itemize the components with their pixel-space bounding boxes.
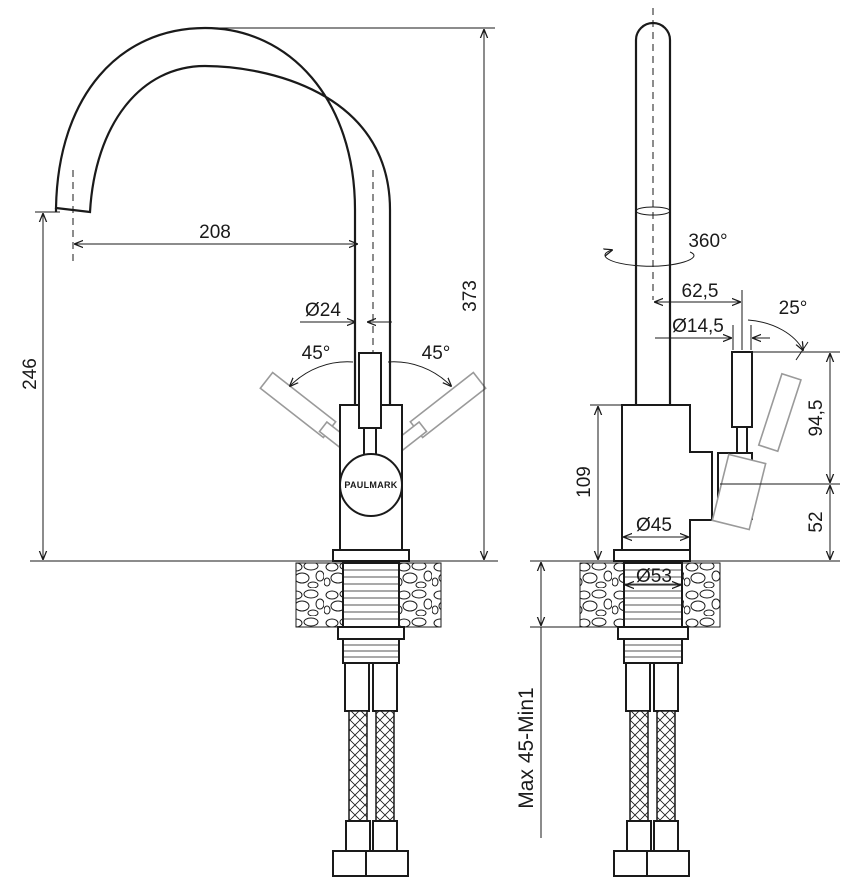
svg-text:373: 373 bbox=[460, 280, 481, 312]
dim-handle-diameter: Ø14,5 bbox=[655, 316, 770, 350]
dim-spout-reach: 208 bbox=[75, 222, 357, 244]
spout bbox=[54, 26, 392, 553]
dim-countertop-thickness: Max 45-Min1 bbox=[515, 563, 580, 838]
svg-text:Ø45: Ø45 bbox=[636, 515, 672, 536]
hose-left bbox=[348, 710, 368, 822]
svg-text:109: 109 bbox=[574, 466, 595, 498]
brand-badge bbox=[339, 453, 403, 517]
dim-spout-height: 246 bbox=[20, 211, 60, 559]
dim-handle-offset: 62,5 bbox=[655, 281, 743, 350]
svg-text:Ø14,5: Ø14,5 bbox=[672, 316, 724, 337]
dim-total-height: 373 bbox=[210, 27, 495, 559]
svg-text:Ø53: Ø53 bbox=[636, 566, 672, 587]
svg-text:45°: 45° bbox=[422, 343, 451, 364]
dim-body-diameter: Ø24 bbox=[300, 300, 392, 322]
svg-text:360°: 360° bbox=[688, 231, 727, 252]
svg-text:246: 246 bbox=[20, 358, 41, 390]
svg-text:Ø24: Ø24 bbox=[305, 300, 341, 321]
side-view: 360° bbox=[579, 8, 802, 877]
dim-handle-angle-left: 45° bbox=[290, 343, 354, 386]
svg-text:208: 208 bbox=[199, 222, 231, 243]
brand-logo: PAULMARK bbox=[344, 480, 397, 490]
side-hose-left bbox=[629, 710, 649, 822]
dim-mount-diameter: Ø53 bbox=[626, 566, 680, 587]
handle-ghost-left bbox=[259, 371, 352, 452]
svg-text:62,5: 62,5 bbox=[682, 281, 719, 302]
base-plate bbox=[332, 549, 410, 562]
svg-text:25°: 25° bbox=[779, 298, 808, 319]
rotation-arrow bbox=[605, 250, 695, 267]
dim-lever-base-height: 52 bbox=[806, 486, 830, 559]
svg-text:94,5: 94,5 bbox=[806, 400, 827, 437]
dim-handle-height: 94,5 bbox=[720, 351, 840, 485]
handle-lever bbox=[358, 352, 382, 429]
side-hose-right bbox=[656, 710, 676, 822]
side-spout bbox=[634, 21, 672, 404]
dim-base-diameter: Ø45 bbox=[624, 515, 688, 537]
handle-ghost-right bbox=[394, 371, 487, 452]
hose-right bbox=[375, 710, 395, 822]
svg-text:52: 52 bbox=[806, 511, 827, 532]
svg-text:Max 45-Min1: Max 45-Min1 bbox=[515, 687, 538, 808]
side-handle-ghost bbox=[711, 372, 802, 531]
svg-text:45°: 45° bbox=[302, 343, 331, 364]
dim-body-height: 109 bbox=[574, 404, 622, 559]
dim-handle-angle-right: 45° bbox=[387, 343, 451, 386]
front-view: PAULMARK bbox=[54, 26, 487, 877]
dim-handle-tilt: 25° bbox=[747, 298, 809, 361]
